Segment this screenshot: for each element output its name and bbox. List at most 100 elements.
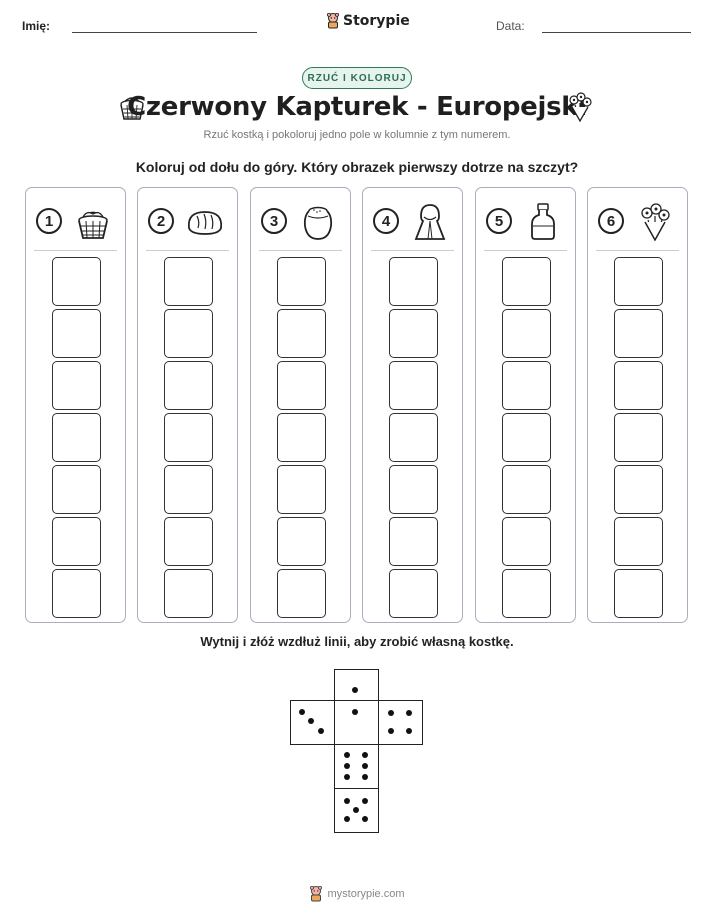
color-cell[interactable] xyxy=(277,517,326,566)
flowers-icon xyxy=(569,92,592,123)
color-cell[interactable] xyxy=(52,413,101,462)
die-face-4-right xyxy=(378,700,423,745)
column-1: 1 xyxy=(25,187,126,623)
color-cell[interactable] xyxy=(502,413,551,462)
color-cell[interactable] xyxy=(277,257,326,306)
storypie-mascot-icon xyxy=(310,886,323,902)
die-pip xyxy=(308,718,314,724)
color-cell[interactable] xyxy=(277,569,326,618)
brand-name: Storypie xyxy=(343,13,410,29)
page-title: Czerwony Kapturek - Europejski xyxy=(127,92,587,122)
color-cell[interactable] xyxy=(389,309,438,358)
die-pip xyxy=(406,710,412,716)
die-pip xyxy=(362,798,368,804)
die-pip xyxy=(362,752,368,758)
color-cell[interactable] xyxy=(502,257,551,306)
column-4: 4 xyxy=(362,187,463,623)
column-3: 3 xyxy=(250,187,351,623)
color-cell[interactable] xyxy=(389,257,438,306)
die-pip xyxy=(344,752,350,758)
column-divider xyxy=(596,250,679,251)
bread-icon xyxy=(187,211,223,235)
column-divider xyxy=(259,250,342,251)
column-number: 3 xyxy=(261,208,287,234)
color-cell[interactable] xyxy=(614,361,663,410)
color-cell[interactable] xyxy=(502,309,551,358)
die-pip xyxy=(344,798,350,804)
die-pip xyxy=(353,807,359,813)
die-pip xyxy=(362,774,368,780)
die-pip xyxy=(362,816,368,822)
red-hood-cape-icon xyxy=(414,204,446,240)
color-cell[interactable] xyxy=(614,309,663,358)
color-cell[interactable] xyxy=(52,517,101,566)
color-cell[interactable] xyxy=(52,257,101,306)
color-cell[interactable] xyxy=(164,309,213,358)
basket-icon xyxy=(78,211,108,239)
die-pip xyxy=(344,774,350,780)
column-divider xyxy=(146,250,229,251)
color-cell[interactable] xyxy=(614,413,663,462)
date-line xyxy=(542,32,691,33)
color-cell[interactable] xyxy=(164,465,213,514)
die-pip xyxy=(352,687,358,693)
honey-pot-icon xyxy=(303,206,333,240)
die-pip xyxy=(318,728,324,734)
color-cell[interactable] xyxy=(502,361,551,410)
color-cell[interactable] xyxy=(614,257,663,306)
color-cell[interactable] xyxy=(52,465,101,514)
color-cell[interactable] xyxy=(389,413,438,462)
color-cell[interactable] xyxy=(389,361,438,410)
footer: mystorypie.com xyxy=(0,886,714,902)
column-6: 6 xyxy=(587,187,688,623)
date-label: Data: xyxy=(496,19,525,33)
die-pip xyxy=(299,709,305,715)
color-cell[interactable] xyxy=(164,569,213,618)
color-cell[interactable] xyxy=(614,569,663,618)
cut-instruction: Wytnij i złóż wzdłuż linii, aby zrobić w… xyxy=(200,634,514,649)
color-cell[interactable] xyxy=(164,413,213,462)
die-face-6 xyxy=(334,744,379,789)
column-divider xyxy=(371,250,454,251)
storypie-mascot-icon xyxy=(327,13,339,29)
activity-tag: RZUĆ I KOLORUJ xyxy=(302,67,412,89)
die-face-1-center xyxy=(334,700,379,745)
flowers-icon xyxy=(641,203,670,242)
instruction: Koloruj od dołu do góry. Który obrazek p… xyxy=(135,159,579,175)
color-cell[interactable] xyxy=(502,465,551,514)
die-pip xyxy=(406,728,412,734)
basket-icon xyxy=(120,97,144,120)
color-cell[interactable] xyxy=(389,569,438,618)
color-cell[interactable] xyxy=(614,465,663,514)
die-face-5 xyxy=(334,788,379,833)
die-pip xyxy=(362,763,368,769)
color-cell[interactable] xyxy=(389,517,438,566)
color-cell[interactable] xyxy=(52,569,101,618)
name-label: Imię: xyxy=(22,19,51,33)
color-cell[interactable] xyxy=(389,465,438,514)
die-face-3-left xyxy=(290,700,335,745)
color-cell[interactable] xyxy=(502,569,551,618)
color-cell[interactable] xyxy=(277,361,326,410)
subtitle: Rzuć kostką i pokoloruj jedno pole w kol… xyxy=(203,129,511,141)
color-cell[interactable] xyxy=(164,361,213,410)
potion-bottle-icon xyxy=(531,203,555,240)
die-pip xyxy=(352,709,358,715)
column-divider xyxy=(34,250,117,251)
column-number: 6 xyxy=(598,208,624,234)
color-cell[interactable] xyxy=(614,517,663,566)
name-line xyxy=(72,32,257,33)
color-cell[interactable] xyxy=(52,309,101,358)
column-divider xyxy=(484,250,567,251)
color-cell[interactable] xyxy=(164,517,213,566)
column-number: 2 xyxy=(148,208,174,234)
color-cell[interactable] xyxy=(277,309,326,358)
brand-logo: Storypie xyxy=(326,13,410,29)
color-cell[interactable] xyxy=(277,465,326,514)
column-number: 4 xyxy=(373,208,399,234)
color-cell[interactable] xyxy=(52,361,101,410)
color-cell[interactable] xyxy=(277,413,326,462)
color-cell[interactable] xyxy=(164,257,213,306)
color-cell[interactable] xyxy=(502,517,551,566)
die-pip xyxy=(344,763,350,769)
